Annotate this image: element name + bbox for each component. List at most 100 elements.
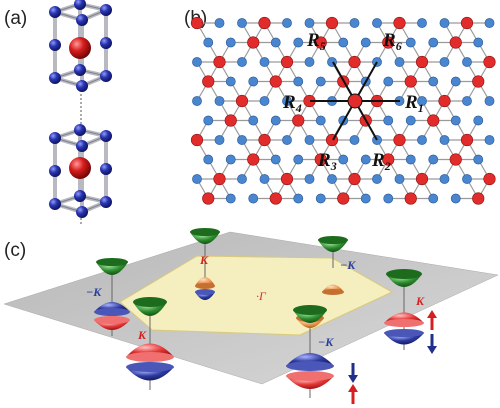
lattice-site-b: [259, 57, 270, 67]
lattice-site-b: [237, 57, 247, 67]
lattice-site-b: [473, 154, 484, 165]
lattice-site-b: [405, 154, 416, 165]
label-r6: R6: [382, 30, 402, 53]
label-r4: R4: [282, 92, 302, 115]
valley-band-diagram: ·Γ K −K: [3, 228, 499, 404]
lattice-site-b: [417, 18, 427, 28]
lattice-site-a: [213, 55, 226, 69]
lattice-site-b: [259, 96, 270, 106]
lattice-site-b: [270, 37, 281, 48]
lattice-site-a: [393, 133, 406, 147]
lattice-site-b: [315, 193, 326, 204]
lattice-site-a: [247, 153, 260, 166]
arrow-up-icon: [348, 384, 358, 404]
lattice-site-a: [280, 172, 294, 186]
lattice-site-a: [348, 172, 361, 186]
lattice-site-a: [269, 75, 282, 88]
lattice-site-b: [338, 154, 349, 165]
lattice-site-a: [483, 55, 496, 69]
lattice-site-b: [237, 135, 247, 145]
lattice-site-a: [472, 75, 485, 88]
lattice-site-b: [439, 135, 450, 145]
lattice-site-a: [202, 75, 215, 88]
label-r1: R1: [404, 92, 424, 115]
valley-minus-k-front-right: −K: [286, 305, 358, 404]
center-atom-red-lower: [69, 157, 91, 179]
lattice-site-b: [248, 193, 259, 204]
lattice-site-b: [383, 193, 394, 204]
lattice-site-a: [269, 192, 282, 205]
vector-labels: R1 R2 R3 R4 R5 R6: [282, 30, 424, 173]
lattice-site-a: [314, 36, 327, 49]
lattice-site-b: [203, 37, 214, 48]
lattice-site-b: [349, 135, 360, 145]
arrow-up-icon: [427, 310, 437, 330]
lattice-site-a: [348, 55, 361, 69]
lattice-site-b: [405, 37, 416, 48]
lattice-site-b: [203, 115, 214, 126]
lattice-site-b: [428, 37, 439, 48]
lattice-site-b: [462, 57, 472, 67]
lattice-site-b: [360, 37, 371, 48]
lattice-site-b: [417, 135, 427, 145]
lattice-site-b: [270, 115, 281, 126]
lattice-site-a: [280, 55, 294, 69]
lattice-sites: [190, 16, 496, 205]
lattice-site-b: [248, 115, 259, 126]
lattice-site-b: [338, 37, 349, 48]
lattice-site-b: [372, 18, 382, 28]
panel-label-a: (a): [4, 8, 27, 29]
label-r5: R5: [306, 30, 326, 53]
lattice-site-b: [439, 18, 450, 28]
lattice-site-a: [213, 172, 226, 186]
lattice-site-b: [225, 193, 236, 204]
lattice-site-b: [383, 115, 394, 126]
lattice-site-b: [383, 76, 394, 87]
lattice-site-a: [404, 75, 417, 88]
lattice-site-b: [417, 96, 427, 106]
lattice-site-b: [315, 115, 326, 126]
lattice-site-b: [304, 57, 315, 67]
lattice-site-b: [394, 57, 405, 67]
lattice-site-a: [415, 172, 429, 186]
label-r2: R2: [371, 150, 391, 173]
lattice-site-a: [427, 114, 440, 127]
lattice-site-b: [360, 154, 371, 165]
lattice-site-a: [258, 133, 271, 147]
honeycomb-lattice: R1 R2 R3 R4 R5 R6: [190, 16, 496, 205]
valley-label-k-front-left: K: [137, 328, 147, 342]
lattice-site-a: [247, 36, 260, 49]
lattice-site-b: [450, 76, 461, 87]
lattice-site-b: [192, 96, 202, 106]
lattice-site-b: [462, 174, 472, 184]
lattice-site-b: [428, 193, 439, 204]
lattice-site-b: [237, 18, 247, 28]
lattice-site-b: [225, 154, 236, 165]
valley-minus-k-left: −K: [86, 258, 130, 330]
lattice-bonds: [196, 22, 491, 200]
valley-k-right: K: [384, 269, 437, 354]
arrow-down-icon: [427, 334, 437, 354]
valley-label-minus-k-front-right: −K: [318, 335, 334, 349]
valley-k-front-left: K: [126, 297, 174, 381]
brillouin-zone: [119, 255, 394, 336]
lattice-site-a: [325, 16, 339, 30]
lattice-site-b: [293, 154, 304, 165]
lattice-site-b: [214, 135, 225, 145]
lattice-site-b: [293, 37, 304, 48]
lattice-site-a: [224, 114, 237, 127]
lattice-site-b: [304, 135, 315, 145]
lattice-site-b: [428, 154, 439, 165]
valley-minus-k-top-right: −K: [318, 236, 356, 295]
lattice-site-a: [382, 153, 395, 166]
valley-label-k-right: K: [415, 294, 425, 308]
lattice-site-b: [304, 18, 315, 28]
arrow-down-icon: [348, 363, 358, 383]
lattice-site-b: [282, 18, 292, 28]
lattice-site-b: [484, 96, 495, 106]
lower-cell-atoms: [49, 124, 112, 218]
lattice-site-b: [484, 135, 495, 145]
upper-cell-atoms: [49, 0, 112, 92]
lattice-site-a: [190, 133, 204, 147]
